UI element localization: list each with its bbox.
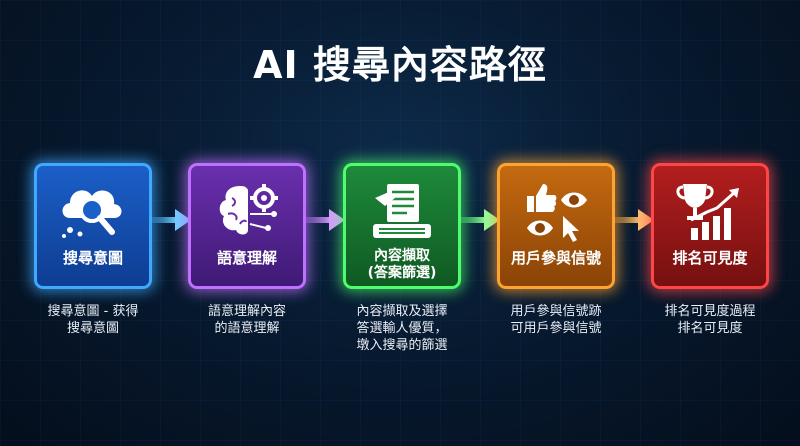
step-label-line: 內容擷取 [374,248,430,264]
step-content-extraction: 內容擷取 (答案篩選) [343,163,461,289]
page-title: AI 搜尋內容路徑 [253,43,547,87]
step-semantic-understanding: 語意理解 [188,163,306,289]
description-line: 答選輸人優質， [356,321,448,336]
description-line: 內容擷取及選擇 [356,304,448,319]
right-arrow-icon [303,209,345,231]
thumbs-up-eye-icon [500,176,612,246]
right-arrow-icon [612,209,654,231]
description-line: 的語意理解 [214,321,280,336]
document-hand-icon [346,176,458,246]
step-user-engagement: 用戶參與信號 [497,163,615,289]
brain-gear-icon [191,176,303,246]
step-label: 內容擷取 (答案篩選) [346,248,458,282]
cloud-search-icon [37,176,149,246]
step-search-intent: 搜尋意圖 [34,163,152,289]
step-label: 搜尋意圖 [62,249,123,267]
description-line: 排名可見度 [677,321,743,336]
description-line: 墩入搜尋的篩選 [356,338,448,353]
right-arrow-icon [149,209,191,231]
step-label: 用戶參與信號 [510,249,601,267]
step-label: 排名可見度 [672,249,748,267]
step-description: 搜尋意圖 - 获得 搜尋意圖 [18,303,168,337]
description-line: 語意理解內容 [207,304,286,319]
trophy-chart-icon [654,176,766,246]
description-line: 排名可見度過程 [664,304,756,319]
step-label: 語意理解 [216,249,277,267]
step-ranking-visibility: 排名可見度 [651,163,769,289]
step-description: 排名可見度過程 排名可見度 [635,303,785,337]
description-line: 用戶參與信號跡 [510,304,602,319]
description-line: 搜尋意圖 [66,321,119,336]
description-line: 可用戶參與信號 [510,321,602,336]
description-line: 搜尋意圖 - 获得 [47,304,139,319]
step-description: 語意理解內容 的語意理解 [172,303,322,337]
step-description: 內容擷取及選擇 答選輸人優質， 墩入搜尋的篩選 [327,303,477,354]
step-label-line: (答案篩選) [367,265,437,281]
step-description: 用戶參與信號跡 可用戶參與信號 [481,303,631,337]
right-arrow-icon [458,209,500,231]
